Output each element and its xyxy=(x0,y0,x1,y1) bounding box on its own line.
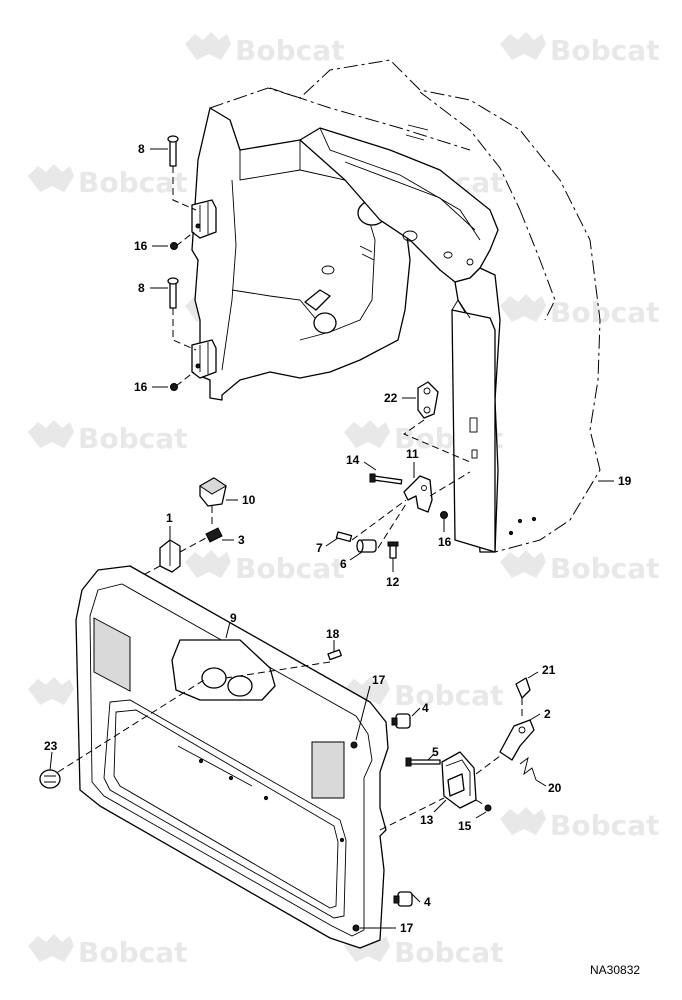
hinge-nut-upper xyxy=(170,242,178,250)
svg-text:Bobcat: Bobcat xyxy=(550,552,660,585)
callout-18: 18 xyxy=(326,627,340,641)
bobcat-watermark: Bobcat xyxy=(185,550,345,585)
callout-20: 20 xyxy=(548,781,562,795)
svg-text:Bobcat: Bobcat xyxy=(78,422,188,455)
door-window-right xyxy=(311,741,345,799)
latch-bracket-11 xyxy=(403,475,433,513)
handle-cap-10 xyxy=(199,477,227,507)
bobcat-watermark: Bobcat xyxy=(28,164,188,199)
pin-7 xyxy=(335,531,353,543)
callout-17a: 17 xyxy=(372,673,386,687)
callout-8b: 8 xyxy=(138,281,145,295)
upper-hinge xyxy=(191,199,217,239)
stud-18 xyxy=(327,649,342,661)
rear-door-9 xyxy=(75,565,389,949)
callout-16c: 16 xyxy=(438,535,452,549)
bobcat-watermark: Bobcat xyxy=(500,807,660,842)
callout-15: 15 xyxy=(458,819,472,833)
bolt-14 xyxy=(369,473,403,485)
drawing-number: NA30832 xyxy=(590,963,640,977)
callout-9: 9 xyxy=(230,611,237,625)
svg-text:Bobcat: Bobcat xyxy=(78,166,188,199)
callout-3: 3 xyxy=(238,533,245,547)
svg-text:Bobcat: Bobcat xyxy=(394,679,504,712)
callout-4b: 4 xyxy=(424,895,431,909)
callouts: 8 16 8 16 22 14 11 19 10 1 3 7 6 16 12 9 xyxy=(44,142,632,935)
bobcat-watermark: Bobcat xyxy=(344,677,504,712)
clip-3 xyxy=(205,527,223,543)
bobcat-watermark: Bobcat xyxy=(28,934,188,969)
bolt-5 xyxy=(405,757,441,767)
svg-text:Bobcat: Bobcat xyxy=(550,296,660,329)
panel-hole xyxy=(313,312,337,334)
nut-15 xyxy=(484,804,492,812)
callout-1: 1 xyxy=(166,511,173,525)
bobcat-watermark: Bobcat xyxy=(28,420,188,455)
machine-frame-phantom xyxy=(209,59,601,553)
bobcat-watermark: Bobcat xyxy=(500,550,660,585)
callout-14: 14 xyxy=(346,453,360,467)
callout-2: 2 xyxy=(544,707,551,721)
knob-23 xyxy=(39,769,61,789)
svg-text:Bobcat: Bobcat xyxy=(550,34,660,67)
latch-plate-22 xyxy=(417,381,439,419)
latch-cap-21 xyxy=(515,677,531,699)
bobcat-watermark: Bobcat xyxy=(185,32,345,67)
callout-5: 5 xyxy=(432,745,439,759)
callout-11: 11 xyxy=(406,447,419,461)
callout-16a: 16 xyxy=(134,239,148,253)
callout-8a: 8 xyxy=(138,142,145,156)
callout-7: 7 xyxy=(316,541,323,555)
bumper-4-lower xyxy=(393,891,413,907)
door-window-left xyxy=(93,617,131,692)
bushing-6 xyxy=(356,539,377,553)
rear-frame-assembly xyxy=(299,124,537,553)
callout-10: 10 xyxy=(242,493,256,507)
bobcat-watermark: Bobcat xyxy=(500,294,660,329)
svg-text:Bobcat: Bobcat xyxy=(550,809,660,842)
svg-text:Bobcat: Bobcat xyxy=(235,552,345,585)
latch-13 xyxy=(441,751,477,809)
lower-hinge xyxy=(191,339,217,379)
svg-text:Bobcat: Bobcat xyxy=(235,34,345,67)
hinge-pin-upper xyxy=(167,135,179,167)
callout-13: 13 xyxy=(420,813,434,827)
svg-text:Bobcat: Bobcat xyxy=(78,936,188,969)
hinge-pin-lower xyxy=(167,277,179,309)
bobcat-watermark: Bobcat xyxy=(500,32,660,67)
nut-16-right xyxy=(440,511,448,519)
callout-22: 22 xyxy=(384,391,398,405)
callout-6: 6 xyxy=(340,557,347,571)
callout-16b: 16 xyxy=(134,380,148,394)
door-pin-17-upper xyxy=(350,741,358,749)
callout-4a: 4 xyxy=(422,701,429,715)
door-pin-17-lower xyxy=(352,924,360,932)
latch-bracket-1 xyxy=(159,539,181,573)
callout-23: 23 xyxy=(44,739,58,753)
hinge-nut-lower xyxy=(170,383,178,391)
callout-12: 12 xyxy=(386,575,400,589)
callout-17b: 17 xyxy=(400,921,414,935)
svg-text:Bobcat: Bobcat xyxy=(394,936,504,969)
callout-21: 21 xyxy=(542,663,556,677)
callout-19: 19 xyxy=(618,474,632,488)
bumper-4-upper xyxy=(391,713,411,729)
spring-20 xyxy=(519,756,537,781)
bolt-12 xyxy=(387,541,399,559)
latch-arm-2 xyxy=(499,719,535,761)
